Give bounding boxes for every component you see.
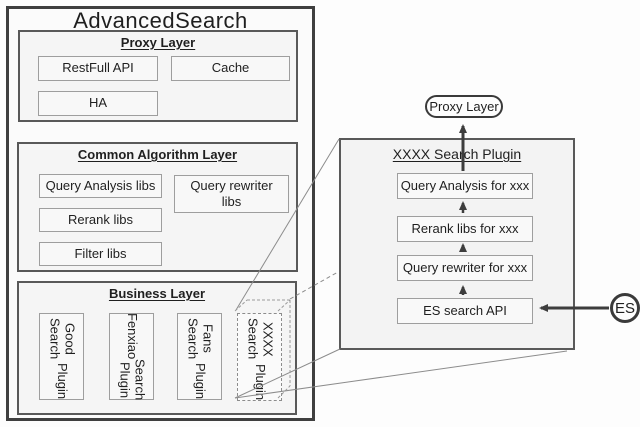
proxy-layer-node-label: Proxy Layer [429, 99, 499, 114]
plugin-label-line: Plugin [252, 363, 268, 400]
plugin-label-line: Plugin [192, 362, 208, 399]
xxxx-search-plugin-detail-panel: XXXX Search Plugin Query Analysis for xx… [339, 138, 575, 350]
query-analysis-for-xxx-box: Query Analysis for xxx [397, 173, 533, 199]
query-analysis-libs-box: Query Analysis libs [39, 174, 162, 198]
proxy-layer-title: Proxy Layer [120, 35, 196, 50]
good-search-plugin-box: Good Search Plugin [39, 313, 84, 400]
plugin-label-line: Fans Search [185, 317, 216, 360]
business-layer-section: Business Layer Good Search Plugin Fenxia… [17, 281, 297, 415]
ha-box: HA [38, 91, 158, 116]
cache-box: Cache [171, 56, 290, 81]
common-algorithm-layer-title: Common Algorithm Layer [77, 147, 238, 162]
es-node-label: ES [614, 299, 635, 317]
rerank-libs-box: Rerank libs [39, 208, 162, 232]
plugin-label-line: XXXX Search [245, 318, 276, 360]
rerank-libs-for-xxx-box: Rerank libs for xxx [397, 216, 533, 242]
plugin-label-line: Plugin [54, 362, 70, 399]
es-search-api-box: ES search API [397, 298, 533, 324]
es-node: ES [610, 293, 640, 323]
plugin-label-line: Search Plugin [117, 359, 148, 401]
query-rewriter-for-xxx-box: Query rewriter for xxx [397, 255, 533, 281]
detail-panel-title: XXXX Search Plugin [392, 146, 522, 162]
proxy-layer-section: Proxy Layer RestFull API Cache HA [18, 30, 298, 122]
filter-libs-box: Filter libs [39, 242, 162, 266]
fenxiao-search-plugin-box: Fenxiao Search Plugin [109, 313, 154, 400]
plugin-label-line: Fenxiao [124, 312, 140, 360]
fans-search-plugin-box: Fans Search Plugin [177, 313, 222, 400]
common-algorithm-layer-section: Common Algorithm Layer Query Analysis li… [17, 142, 298, 272]
business-layer-title: Business Layer [108, 286, 206, 301]
proxy-layer-node: Proxy Layer [425, 95, 503, 118]
plugin-label-line: Good Search [47, 317, 78, 360]
query-rewriter-libs-box: Query rewriter libs [174, 175, 289, 213]
diagram-title: AdvancedSearch [73, 8, 248, 33]
restfull-api-box: RestFull API [38, 56, 158, 81]
xxxx-search-plugin-box: XXXX Search Plugin [237, 313, 282, 401]
